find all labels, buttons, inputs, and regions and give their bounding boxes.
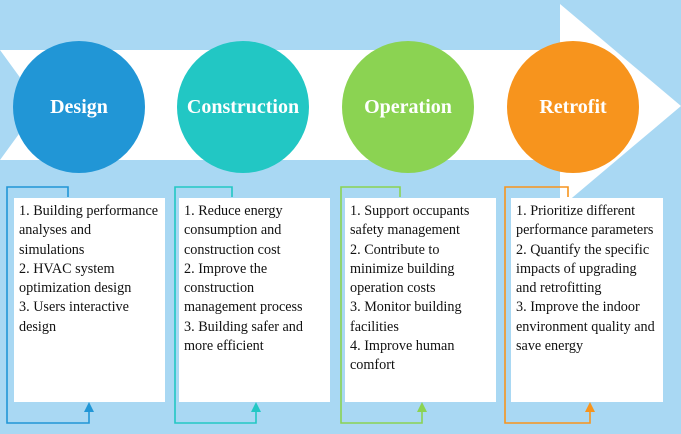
design-item-2: 2. HVAC system optimization design (19, 260, 132, 297)
operation-item-4: 4. Improve human comfort (350, 338, 455, 374)
connector-line-operation (340, 186, 423, 424)
construction-item-2: 2. Improve the construction management p… (184, 260, 303, 316)
connector-arrowhead-construction (251, 402, 261, 412)
stage-box-retrofit: 1. Prioritize different performance para… (511, 198, 663, 402)
flow-arrow (0, 4, 681, 208)
stage-box-operation: 1. Support occupants safety management 2… (345, 198, 496, 402)
stage-circle-retrofit: Retrofit (507, 41, 639, 173)
stage-box-design: 1. Building performance analyses and sim… (14, 198, 165, 402)
retrofit-item-1: 1. Prioritize different performance para… (516, 203, 654, 239)
construction-item-3: 3. Building safer and more efficient (184, 318, 303, 355)
connector-line-design (6, 186, 90, 424)
stage-box-construction: 1. Reduce energy consumption and constru… (179, 198, 330, 402)
stage-title-operation: Operation (364, 96, 452, 118)
retrofit-item-3: 3. Improve the indoor environment qualit… (516, 299, 655, 355)
connector-arrowhead-design (84, 402, 94, 412)
connector-arrowhead-retrofit (585, 402, 595, 412)
stage-title-construction: Construction (186, 96, 300, 118)
connector-line-construction (174, 186, 257, 424)
operation-item-1: 1. Support occupants safety management (350, 203, 470, 239)
connector-line-retrofit (504, 186, 591, 424)
stage-title-design: Design (50, 96, 108, 118)
stage-circle-construction: Construction (177, 41, 309, 173)
connector-arrowhead-operation (417, 402, 427, 412)
stage-circle-design: Design (13, 41, 145, 173)
design-item-3: 3. Users interactive design (19, 299, 129, 335)
stage-circle-operation: Operation (342, 41, 474, 173)
stage-title-retrofit: Retrofit (539, 96, 607, 118)
operation-item-3: 3. Monitor building facilities (350, 299, 462, 335)
retrofit-item-2: 2. Quantify the specific impacts of upgr… (516, 241, 650, 297)
construction-item-1: 1. Reduce energy consumption and constru… (184, 203, 283, 258)
operation-item-2: 2. Contribute to minimize building opera… (350, 241, 455, 297)
design-item-1: 1. Building performance analyses and sim… (19, 203, 159, 258)
